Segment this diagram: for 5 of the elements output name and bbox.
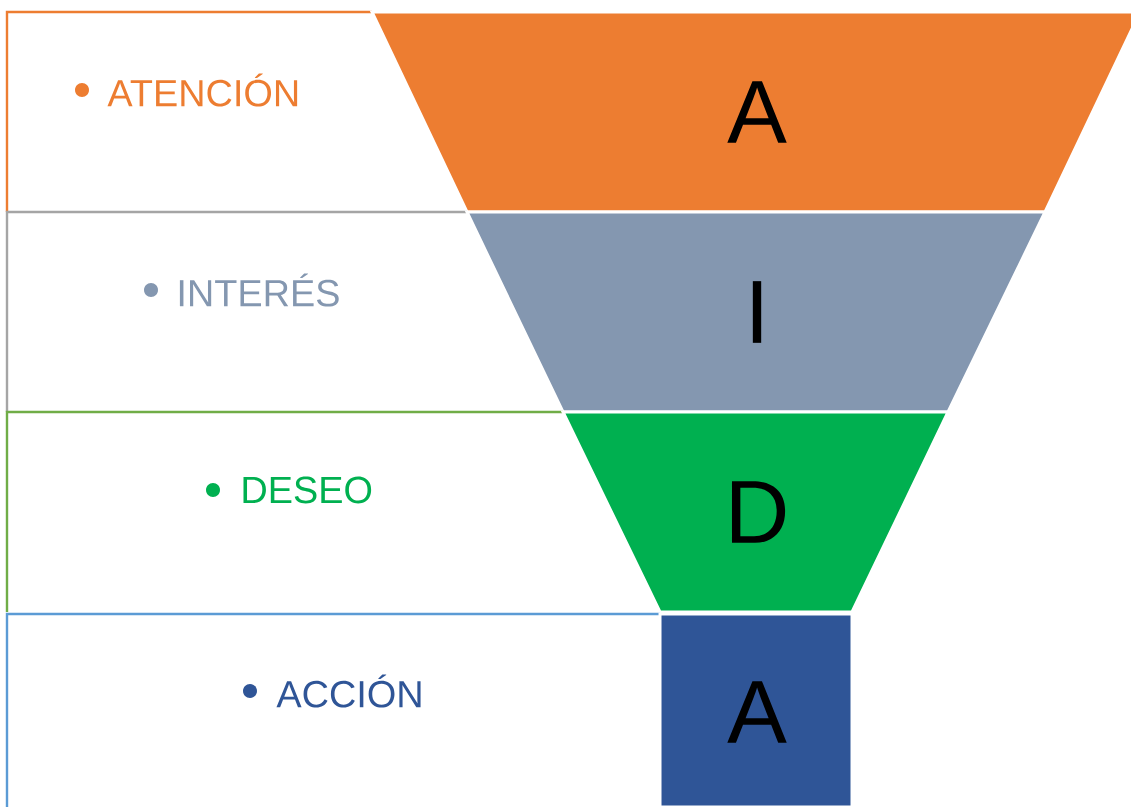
- stage-label: ATENCIÓN: [107, 73, 298, 107]
- stage-label: ACCIÓN: [276, 674, 421, 708]
- funnel-segment: A: [658, 612, 854, 807]
- stage-label: DESEO: [243, 476, 372, 504]
- stage-label: INTERÉS: [179, 273, 339, 307]
